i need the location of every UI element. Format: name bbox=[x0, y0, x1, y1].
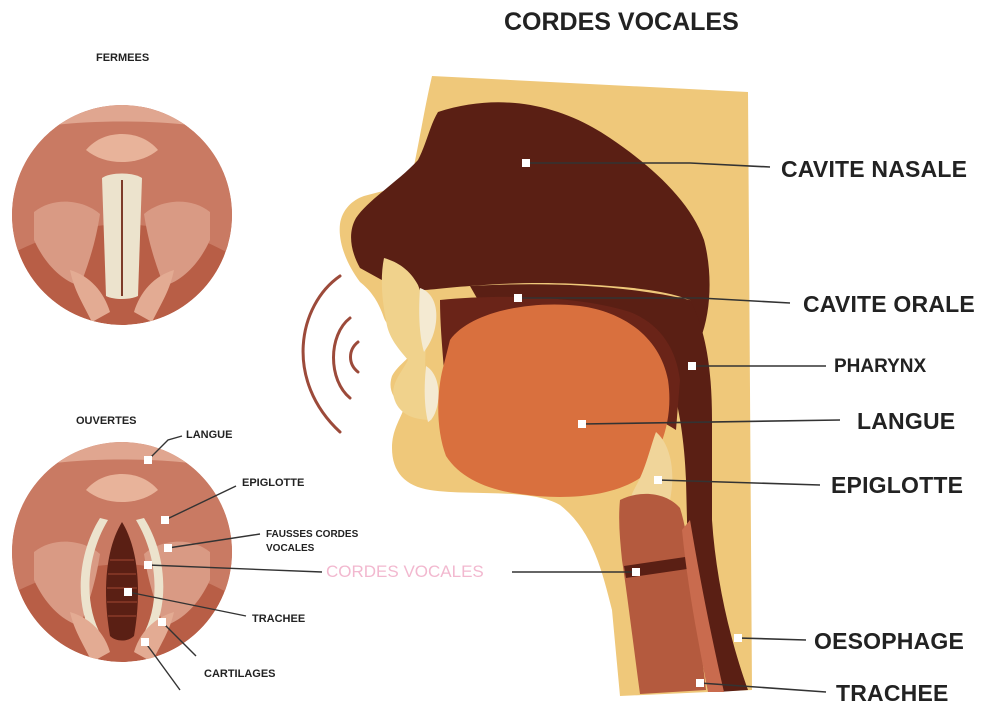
label-trachea: TRACHEE bbox=[836, 682, 949, 705]
sound-wave-small bbox=[351, 342, 359, 372]
sound-waves bbox=[303, 276, 358, 432]
larynx-label-epiglottis: EPIGLOTTE bbox=[242, 478, 304, 489]
closed-cords-label: FERMEES bbox=[96, 53, 149, 64]
larynx-label-false-cords-line2: VOCALES bbox=[266, 542, 358, 556]
label-epiglottis: EPIGLOTTE bbox=[831, 474, 963, 497]
diagram-title: CORDES VOCALES bbox=[504, 10, 739, 35]
larynx-label-cartilages: CARTILAGES bbox=[204, 669, 276, 680]
open-cords-label: OUVERTES bbox=[76, 416, 137, 427]
larynx-open-view bbox=[0, 437, 240, 662]
larynx-closed-view bbox=[0, 100, 240, 325]
label-pharynx: PHARYNX bbox=[834, 357, 926, 376]
larynx-label-trachea: TRACHEE bbox=[252, 614, 305, 625]
tongue-shape bbox=[438, 304, 669, 496]
larynx-label-false-cords: FAUSSES CORDES VOCALES bbox=[266, 528, 358, 556]
sound-wave-medium bbox=[334, 318, 351, 398]
label-vocal-cords: CORDES VOCALES bbox=[326, 563, 484, 580]
larynx-label-tongue: LANGUE bbox=[186, 430, 232, 441]
label-tongue: LANGUE bbox=[857, 410, 955, 433]
label-nasal-cavity: CAVITE NASALE bbox=[781, 158, 967, 181]
larynx-label-false-cords-line1: FAUSSES CORDES bbox=[266, 528, 358, 542]
head-cross-section bbox=[340, 76, 752, 696]
label-oral-cavity: CAVITE ORALE bbox=[803, 293, 975, 316]
label-esophagus: OESOPHAGE bbox=[814, 630, 964, 653]
